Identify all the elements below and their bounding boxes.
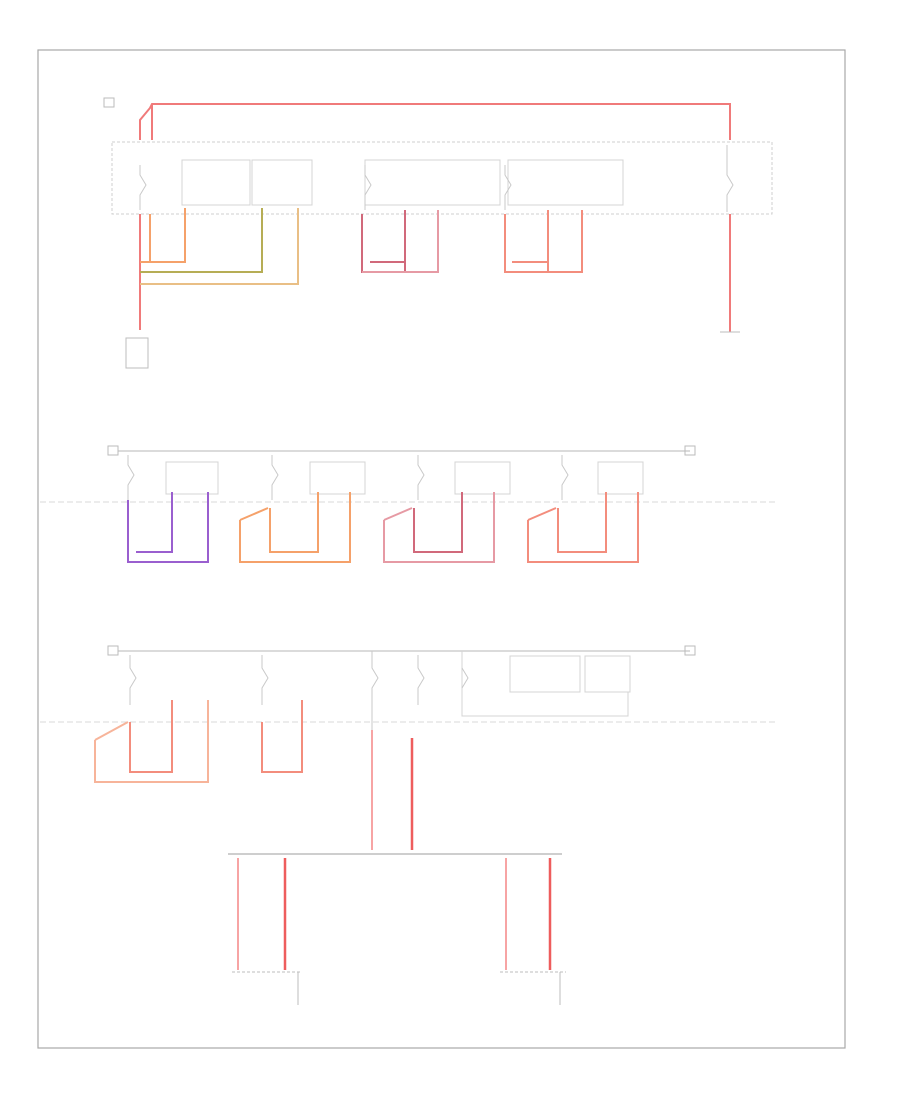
section-3 [40, 645, 775, 1005]
diagram-frame [37, 49, 846, 1049]
bus-tag-right-2 [684, 445, 696, 456]
wire-group-f [383, 492, 495, 563]
section-2 [40, 445, 775, 563]
relay-box-2d [597, 461, 644, 495]
wire-group-c [504, 210, 583, 273]
relay-box-2 [251, 159, 313, 206]
wire-group-d [127, 492, 209, 563]
relay-box-3 [364, 159, 501, 206]
section-1 [103, 97, 773, 369]
battery-feed-tag [103, 97, 115, 108]
feed-wire-top [139, 103, 731, 140]
wire-group-g [527, 492, 639, 563]
bus-tag-left-3 [107, 645, 119, 656]
relay-box-2c [454, 461, 511, 495]
connector-box-left [125, 337, 149, 369]
wire-group-h [94, 700, 209, 783]
wire-group-e [239, 492, 351, 563]
relay-box-3b [584, 655, 631, 693]
bus-tag-right-3 [684, 645, 696, 656]
relay-box-3a [509, 655, 581, 693]
relay-loop-3 [461, 651, 629, 717]
relay-box-2a [165, 461, 219, 495]
bus-tag-left-2 [107, 445, 119, 456]
power-distribution-box-1 [111, 141, 773, 215]
fuse-symbols-1 [139, 145, 734, 212]
fuse-symbols-3 [129, 651, 469, 730]
wire-group-a [139, 208, 299, 330]
relay-box-2b [309, 461, 366, 495]
relay-box-1 [181, 159, 251, 206]
wire-group-i [261, 700, 303, 773]
relay-box-4 [507, 159, 624, 206]
wire-group-b [361, 210, 439, 273]
fuse-symbols-2 [127, 455, 569, 500]
